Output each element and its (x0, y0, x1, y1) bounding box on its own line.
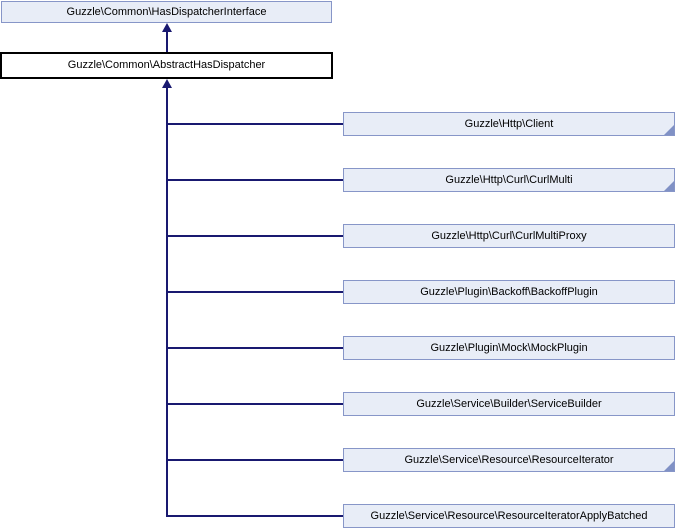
branch-line (167, 179, 343, 181)
branch-line (167, 291, 343, 293)
branch-line (167, 347, 343, 349)
node-service-builder[interactable]: Guzzle\Service\Builder\ServiceBuilder (343, 392, 675, 416)
node-label: Guzzle\Service\Builder\ServiceBuilder (416, 398, 602, 410)
branch-line (167, 235, 343, 237)
node-http-client[interactable]: Guzzle\Http\Client (343, 112, 675, 136)
branch-line (167, 123, 343, 125)
node-curl-multi-proxy[interactable]: Guzzle\Http\Curl\CurlMultiProxy (343, 224, 675, 248)
truncated-fold-icon (664, 461, 674, 471)
truncated-fold-icon (664, 125, 674, 135)
node-resource-iterator-apply-batched[interactable]: Guzzle\Service\Resource\ResourceIterator… (343, 504, 675, 528)
branch-line (167, 515, 343, 517)
node-backoff-plugin[interactable]: Guzzle\Plugin\Backoff\BackoffPlugin (343, 280, 675, 304)
branch-line (167, 459, 343, 461)
node-curl-multi[interactable]: Guzzle\Http\Curl\CurlMulti (343, 168, 675, 192)
node-label: Guzzle\Plugin\Backoff\BackoffPlugin (420, 286, 598, 298)
node-has-dispatcher-interface[interactable]: Guzzle\Common\HasDispatcherInterface (1, 1, 332, 23)
inheritance-arrowhead-current (162, 79, 172, 88)
node-mock-plugin[interactable]: Guzzle\Plugin\Mock\MockPlugin (343, 336, 675, 360)
node-label: Guzzle\Plugin\Mock\MockPlugin (430, 342, 588, 354)
node-label: Guzzle\Service\Resource\ResourceIterator (404, 454, 614, 466)
trunk-line (166, 87, 168, 517)
node-abstract-has-dispatcher: Guzzle\Common\AbstractHasDispatcher (0, 52, 333, 79)
node-resource-iterator[interactable]: Guzzle\Service\Resource\ResourceIterator (343, 448, 675, 472)
node-label: Guzzle\Service\Resource\ResourceIterator… (370, 510, 648, 522)
branch-line (167, 403, 343, 405)
inheritance-arrow-stem (166, 31, 168, 52)
node-label: Guzzle\Http\Client (464, 118, 554, 130)
inheritance-arrowhead-top (162, 23, 172, 32)
node-label: Guzzle\Http\Curl\CurlMulti (445, 174, 573, 186)
node-label: Guzzle\Http\Curl\CurlMultiProxy (431, 230, 587, 242)
truncated-fold-icon (664, 181, 674, 191)
